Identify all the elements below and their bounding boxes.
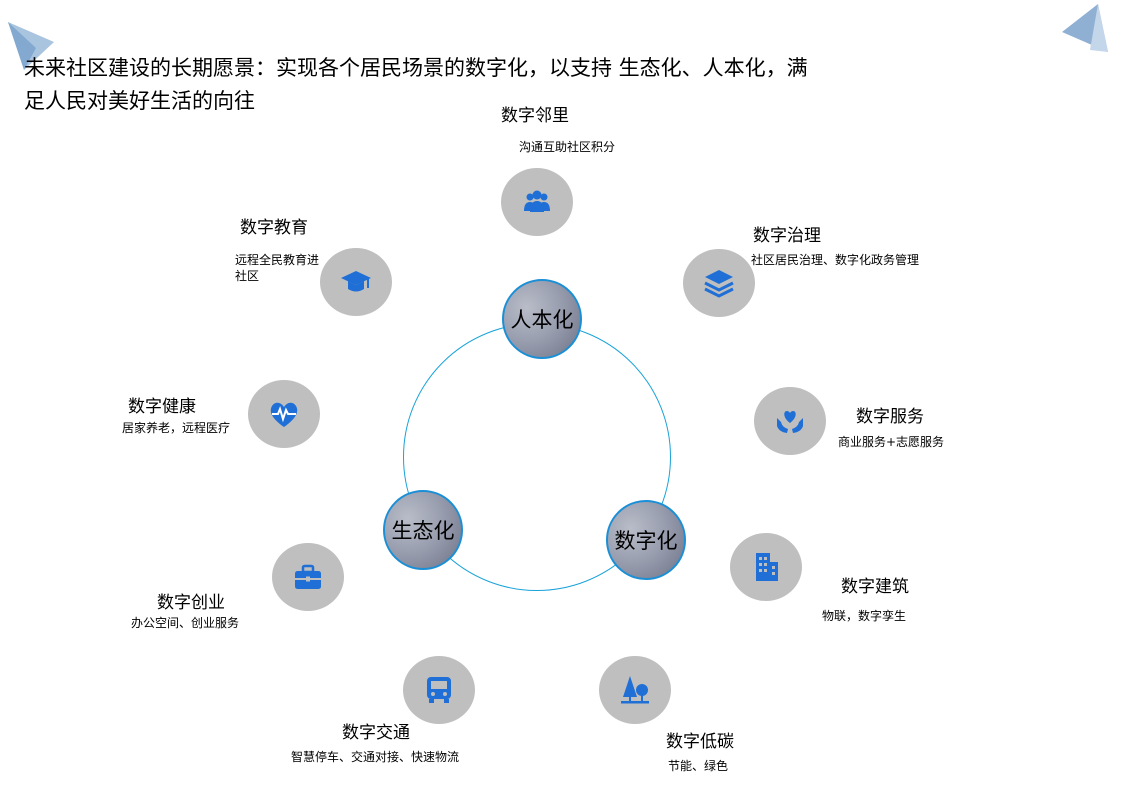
- node-entrepreneurship: [272, 543, 344, 611]
- node-label-service: 数字服务: [856, 407, 924, 427]
- node-label-health: 数字健康: [128, 397, 196, 417]
- node-desc-transport: 智慧停车、交通对接、快速物流: [291, 750, 460, 764]
- core-humanized: 人本化: [502, 279, 582, 359]
- users-icon: [524, 190, 550, 212]
- building-icon: [756, 553, 778, 581]
- briefcase-icon: [295, 564, 321, 589]
- node-desc-governance: 社区居民治理、数字化政务管理: [751, 253, 920, 267]
- node-desc-lowcarbon: 节能、绿色: [668, 759, 729, 773]
- node-governance: [683, 249, 755, 317]
- node-label-governance: 数字治理: [753, 226, 821, 246]
- node-desc-neighborhood: 沟通互助社区积分: [518, 140, 615, 154]
- node-label-entrepreneurship: 数字创业: [157, 593, 225, 613]
- node-desc-entrepreneurship: 办公空间、创业服务: [131, 616, 240, 630]
- corner-decoration-left: [8, 22, 54, 70]
- node-building: [730, 533, 802, 601]
- node-desc-building: 物联，数字孪生: [822, 609, 907, 623]
- node-label-neighborhood: 数字邻里: [501, 106, 569, 126]
- heart-pulse-icon: [270, 402, 298, 427]
- core-ecological: 生态化: [383, 490, 463, 570]
- corner-decoration-right: [1062, 4, 1108, 52]
- node-neighborhood: [501, 168, 573, 236]
- core-digitalized: 数字化: [606, 500, 686, 580]
- bus-icon: [427, 677, 451, 703]
- node-education: [320, 248, 392, 316]
- node-lowcarbon: [599, 656, 671, 724]
- layers-icon: [704, 270, 734, 298]
- node-transport: [403, 656, 475, 724]
- node-desc-service: 商业服务+志愿服务: [838, 435, 945, 449]
- node-label-education: 数字教育: [240, 218, 308, 238]
- node-service: [754, 387, 826, 455]
- node-health: [248, 380, 320, 448]
- node-desc-education: 远程全民教育进社区: [235, 253, 320, 283]
- node-label-building: 数字建筑: [841, 577, 909, 597]
- heart-hands-icon: [777, 411, 803, 433]
- node-desc-health: 居家养老，远程医疗: [122, 421, 231, 435]
- page-title: 未来社区建设的长期愿景：实现各个居民场景的数字化，以支持 生态化、人本化，满足人…: [24, 56, 808, 113]
- tree-icon: [621, 676, 649, 704]
- node-label-transport: 数字交通: [342, 723, 410, 743]
- node-label-lowcarbon: 数字低碳: [666, 732, 734, 752]
- graduation-cap-icon: [341, 271, 371, 292]
